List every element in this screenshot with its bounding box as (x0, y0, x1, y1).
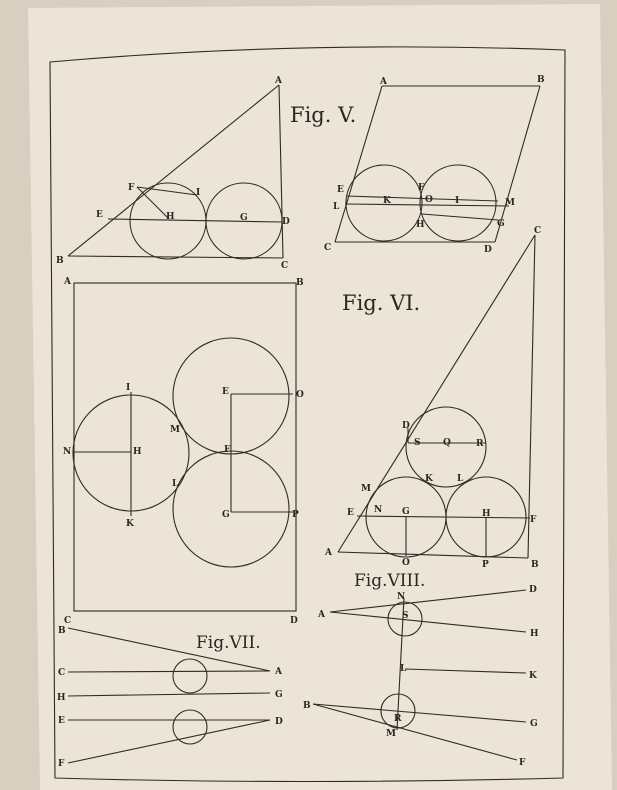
svg-text:G: G (530, 719, 538, 729)
svg-text:H: H (57, 693, 66, 703)
fig6-rect-diagram (72, 282, 297, 612)
svg-text:P: P (482, 560, 489, 570)
svg-text:O: O (425, 195, 433, 205)
svg-text:B: B (58, 626, 66, 636)
svg-text:G: G (497, 219, 505, 229)
svg-text:I: I (126, 383, 130, 393)
svg-text:C: C (58, 668, 65, 678)
fig5-right-labels: A B E F L K O I M H G C D (324, 75, 545, 255)
svg-text:D: D (484, 245, 492, 255)
svg-text:L: L (172, 479, 179, 489)
svg-text:A: A (274, 76, 283, 86)
svg-text:B: B (296, 278, 304, 288)
svg-text:A: A (274, 667, 283, 677)
svg-text:I: I (196, 188, 200, 198)
svg-text:G: G (240, 213, 248, 223)
svg-text:E: E (337, 185, 344, 195)
svg-text:Q: Q (443, 438, 451, 448)
svg-text:E: E (58, 716, 65, 726)
svg-text:O: O (402, 558, 410, 568)
svg-text:N: N (397, 592, 405, 602)
svg-text:G: G (222, 510, 230, 520)
fig8-diagram (312, 589, 527, 761)
svg-text:F: F (128, 183, 135, 193)
fig8-labels: D N A S H L K B R G M F (303, 585, 539, 768)
fig5-left-diagram (67, 84, 284, 260)
svg-text:D: D (290, 616, 298, 626)
svg-text:M: M (386, 729, 396, 739)
svg-text:K: K (383, 196, 392, 206)
svg-text:S: S (414, 438, 421, 448)
svg-text:S: S (402, 611, 409, 621)
svg-text:H: H (482, 509, 491, 519)
fig7-title: Fig.VII. (196, 633, 261, 653)
svg-text:A: A (317, 610, 326, 620)
svg-text:F: F (418, 183, 425, 193)
svg-text:B: B (531, 560, 539, 570)
svg-text:K: K (529, 671, 538, 681)
svg-text:N: N (374, 505, 382, 515)
svg-text:A: A (379, 77, 388, 87)
svg-text:F: F (224, 445, 231, 455)
fig6-rect-labels: A B I E O M N H F L K G P C D (63, 277, 304, 626)
svg-text:L: L (400, 664, 407, 674)
svg-text:O: O (296, 390, 304, 400)
svg-text:F: F (58, 759, 65, 769)
fig7-diagram (67, 627, 271, 764)
svg-text:F: F (519, 758, 526, 768)
svg-text:B: B (56, 256, 64, 266)
svg-text:C: C (64, 616, 71, 626)
fig5-title: Fig. V. (290, 103, 356, 127)
svg-text:K: K (126, 519, 135, 529)
svg-text:D: D (529, 585, 537, 595)
svg-text:A: A (63, 277, 72, 287)
svg-text:E: E (96, 210, 103, 220)
svg-text:D: D (275, 717, 283, 727)
svg-text:M: M (170, 425, 180, 435)
svg-text:M: M (505, 198, 515, 208)
fig8-title: Fig.VIII. (354, 571, 425, 591)
svg-text:N: N (63, 447, 71, 457)
svg-text:G: G (275, 690, 283, 700)
svg-text:H: H (166, 212, 175, 222)
svg-text:P: P (292, 510, 299, 520)
svg-text:E: E (222, 387, 229, 397)
svg-text:G: G (402, 507, 410, 517)
svg-text:C: C (534, 226, 541, 236)
fig6-triangle-labels: C D S Q R K L M E N G H F A O P B (324, 226, 541, 570)
svg-text:D: D (282, 217, 290, 227)
svg-text:A: A (324, 548, 333, 558)
svg-text:D: D (402, 421, 410, 431)
plate-frame (49, 46, 566, 783)
svg-text:K: K (425, 474, 434, 484)
svg-text:E: E (347, 508, 354, 518)
paper-page (28, 4, 612, 790)
svg-text:L: L (457, 474, 464, 484)
svg-text:B: B (537, 75, 545, 85)
svg-text:L: L (333, 202, 340, 212)
svg-text:R: R (394, 714, 402, 724)
svg-text:B: B (303, 701, 311, 711)
svg-text:I: I (455, 196, 459, 206)
fig6-title: Fig. VI. (342, 291, 420, 315)
fig5-right-diagram (334, 85, 541, 243)
fig5-left-labels: A F I E H G D B C (56, 76, 290, 271)
svg-text:H: H (133, 447, 142, 457)
fig7-labels: B C A H G E D F (57, 626, 283, 769)
svg-text:F: F (530, 515, 537, 525)
fig6-triangle-diagram (337, 234, 536, 559)
svg-text:H: H (416, 220, 425, 230)
svg-text:R: R (476, 439, 484, 449)
svg-text:M: M (361, 484, 371, 494)
svg-text:H: H (530, 629, 539, 639)
svg-text:C: C (324, 243, 331, 253)
svg-text:C: C (281, 261, 288, 271)
